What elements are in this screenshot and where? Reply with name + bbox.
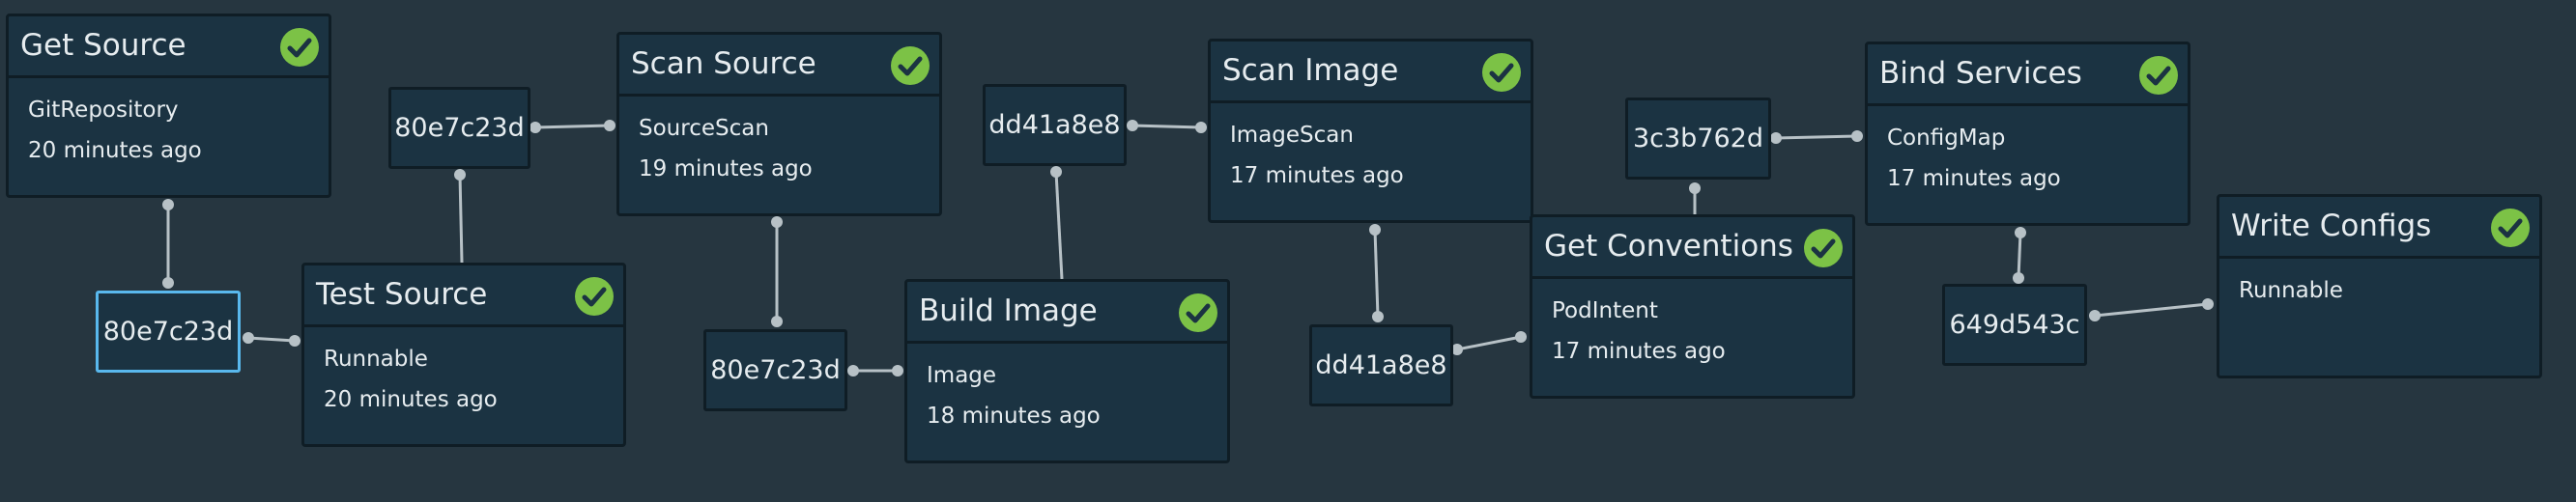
- stage-kind: Runnable: [2239, 278, 2343, 303]
- port-dot: [2202, 298, 2214, 310]
- port-dot: [604, 120, 615, 131]
- stage-title: Bind Services: [1879, 56, 2082, 91]
- check-circle-icon: [575, 277, 614, 316]
- port-dot: [1127, 120, 1138, 131]
- port-dot: [243, 332, 254, 344]
- stage-header: Bind Services: [1868, 44, 2188, 106]
- revision-node[interactable]: 3c3b762d: [1625, 98, 1771, 180]
- check-circle-icon: [2491, 209, 2530, 247]
- stage-node-test-source[interactable]: Test Source Runnable 20 minutes ago: [301, 263, 626, 447]
- stage-title: Write Configs: [2231, 209, 2432, 243]
- port-dot: [530, 122, 541, 133]
- revision-node[interactable]: 80e7c23d: [703, 329, 847, 411]
- connector-line: [1131, 124, 1202, 129]
- stage-timestamp: 18 minutes ago: [927, 404, 1101, 429]
- revision-node[interactable]: 80e7c23d: [388, 87, 530, 169]
- revision-node[interactable]: dd41a8e8: [983, 84, 1127, 166]
- connector-line: [2094, 302, 2209, 318]
- stage-kind: GitRepository: [28, 98, 179, 123]
- stage-node-scan-source[interactable]: Scan Source SourceScan 19 minutes ago: [616, 32, 942, 216]
- stage-timestamp: 17 minutes ago: [1230, 163, 1404, 188]
- connector-line: [1054, 171, 1064, 280]
- check-circle-icon: [1482, 53, 1521, 92]
- stage-node-write-configs[interactable]: Write Configs Runnable: [2217, 194, 2542, 378]
- stage-title: Get Source: [20, 28, 186, 63]
- revision-node-selected[interactable]: 80e7c23d: [96, 291, 241, 373]
- connector-line: [534, 124, 611, 129]
- port-dot: [1050, 166, 1062, 178]
- port-dot: [1369, 224, 1381, 236]
- stage-timestamp: 20 minutes ago: [324, 387, 498, 412]
- connector-line: [247, 336, 296, 343]
- stage-node-get-source[interactable]: Get Source GitRepository 20 minutes ago: [6, 14, 331, 198]
- stage-node-get-conventions[interactable]: Get Conventions PodIntent 17 minutes ago: [1530, 214, 1855, 399]
- stage-node-bind-services[interactable]: Bind Services ConfigMap 17 minutes ago: [1865, 42, 2190, 226]
- stage-timestamp: 17 minutes ago: [1552, 339, 1726, 364]
- check-circle-icon: [2139, 56, 2178, 95]
- connector-line: [1775, 134, 1858, 140]
- check-circle-icon: [1179, 293, 1217, 332]
- stage-title: Test Source: [316, 277, 488, 312]
- stage-kind: Image: [927, 363, 997, 388]
- stage-kind: Runnable: [324, 347, 428, 372]
- revision-node[interactable]: dd41a8e8: [1309, 324, 1453, 406]
- check-circle-icon: [280, 28, 319, 67]
- connector-line: [1456, 335, 1522, 351]
- port-dot: [771, 316, 783, 327]
- connector-line: [2017, 232, 2022, 279]
- stage-header: Write Configs: [2219, 197, 2539, 259]
- port-dot: [1195, 122, 1207, 133]
- revision-node[interactable]: 649d543c: [1942, 284, 2087, 366]
- port-dot: [289, 335, 301, 347]
- port-dot: [1689, 182, 1701, 194]
- port-dot: [162, 277, 174, 289]
- stage-timestamp: 20 minutes ago: [28, 138, 202, 163]
- port-dot: [2015, 227, 2026, 238]
- port-dot: [771, 216, 783, 228]
- stage-node-scan-image[interactable]: Scan Image ImageScan 17 minutes ago: [1208, 39, 1533, 223]
- stage-kind: ImageScan: [1230, 123, 1354, 148]
- stage-kind: PodIntent: [1552, 298, 1658, 323]
- connector-line: [458, 174, 464, 264]
- connector-line: [1373, 229, 1380, 318]
- port-dot: [2089, 310, 2101, 321]
- stage-header: Scan Image: [1211, 42, 1531, 103]
- port-dot: [1451, 344, 1463, 355]
- stage-title: Scan Image: [1222, 53, 1399, 88]
- port-dot: [1372, 311, 1384, 322]
- stage-node-build-image[interactable]: Build Image Image 18 minutes ago: [904, 279, 1230, 463]
- stage-header: Get Source: [9, 16, 329, 78]
- check-circle-icon: [891, 46, 930, 85]
- port-dot: [892, 365, 903, 376]
- port-dot: [1515, 331, 1527, 343]
- port-dot: [847, 365, 859, 376]
- stage-title: Build Image: [919, 293, 1098, 328]
- check-circle-icon: [1804, 229, 1843, 267]
- stage-header: Test Source: [304, 265, 623, 327]
- stage-header: Build Image: [907, 282, 1227, 344]
- stage-kind: ConfigMap: [1887, 126, 2006, 151]
- stage-timestamp: 17 minutes ago: [1887, 166, 2061, 191]
- stage-title: Scan Source: [631, 46, 816, 81]
- stage-timestamp: 19 minutes ago: [639, 156, 813, 181]
- stage-kind: SourceScan: [639, 116, 769, 141]
- stage-header: Scan Source: [619, 35, 939, 97]
- port-dot: [454, 169, 466, 181]
- port-dot: [2013, 272, 2024, 284]
- port-dot: [1851, 130, 1863, 142]
- stage-title: Get Conventions: [1544, 229, 1793, 264]
- port-dot: [162, 199, 174, 210]
- stage-header: Get Conventions: [1532, 217, 1852, 279]
- port-dot: [1770, 132, 1782, 144]
